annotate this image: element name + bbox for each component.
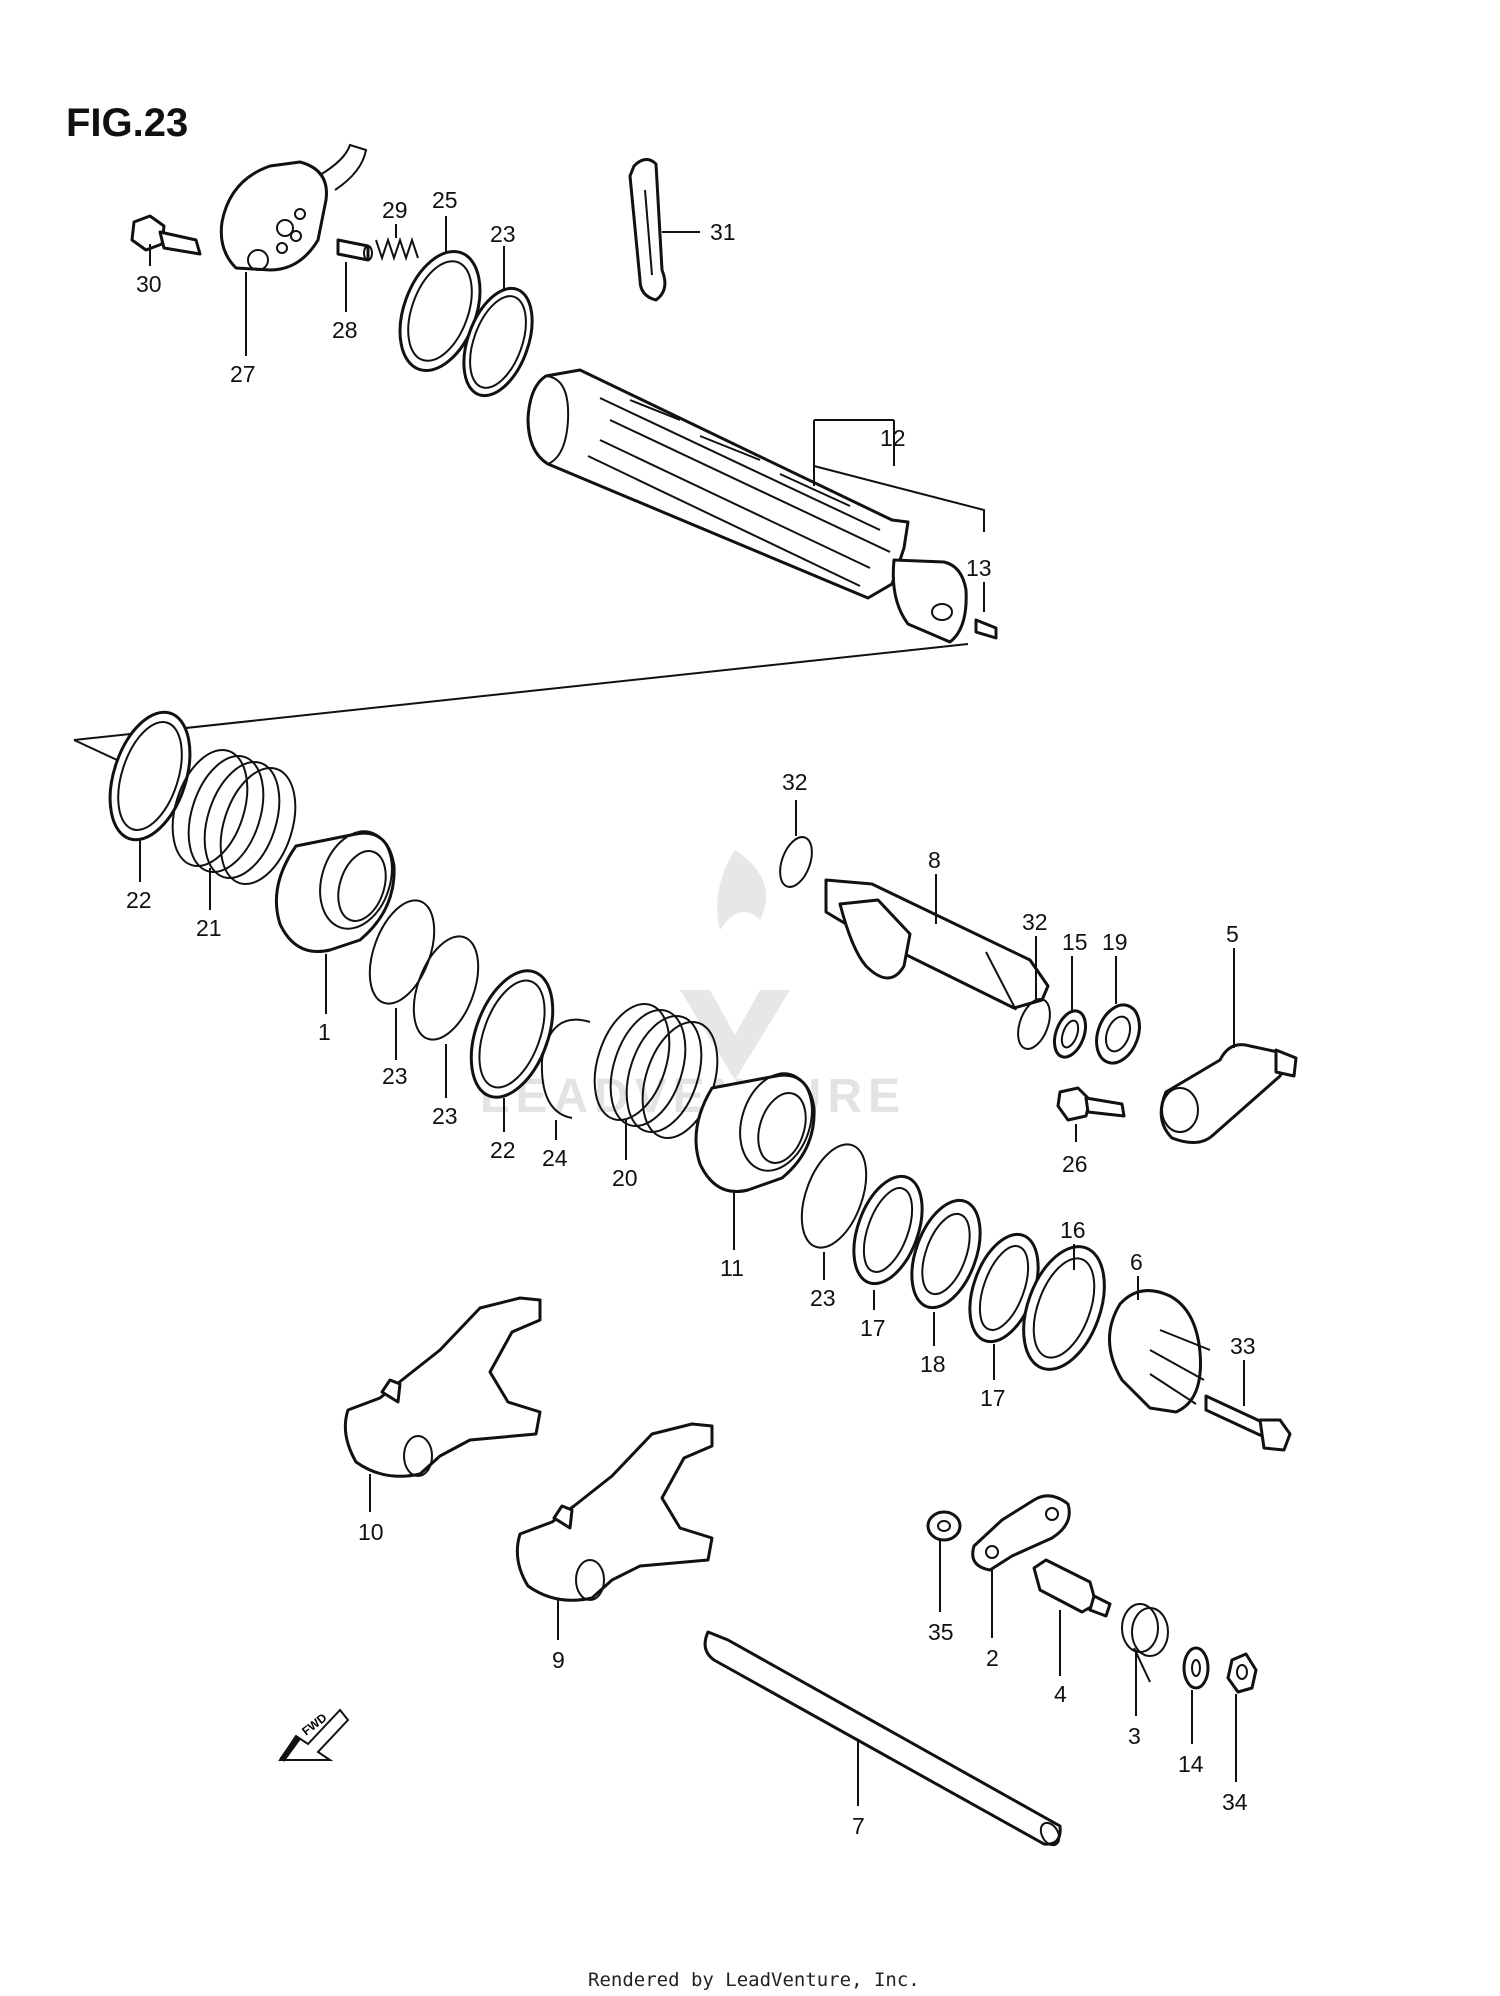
callout-labels: 30 27 28 29 25 23 31 12 13 22 21 1 23 23… <box>126 187 1256 1839</box>
callout-25: 25 <box>432 187 458 213</box>
callout-20: 20 <box>612 1165 638 1191</box>
part-7-fork-shaft[interactable] <box>703 1630 1063 1848</box>
part-33-bolt[interactable] <box>1204 1394 1292 1452</box>
part-24-clip[interactable] <box>540 1018 591 1119</box>
part-23-circlip-c[interactable] <box>401 928 491 1049</box>
part-9-shift-fork[interactable] <box>515 1422 714 1602</box>
callout-23-c: 23 <box>432 1103 458 1129</box>
part-11-sleeve[interactable] <box>694 1064 824 1193</box>
callout-9: 9 <box>552 1647 565 1673</box>
callout-27: 27 <box>230 361 256 387</box>
part-29-spring[interactable] <box>375 236 419 262</box>
callout-21: 21 <box>196 915 222 941</box>
part-12-gearshift-cam[interactable] <box>526 368 910 600</box>
part-22-washer[interactable] <box>95 702 204 850</box>
part-35-washer[interactable] <box>926 1510 962 1542</box>
part-22-washer-b[interactable] <box>456 960 569 1109</box>
callout-24: 24 <box>542 1145 568 1171</box>
callout-22-b: 22 <box>490 1137 516 1163</box>
part-13-cam-end-pin[interactable] <box>891 558 998 644</box>
callout-8: 8 <box>928 847 941 873</box>
callout-17-a: 17 <box>860 1315 886 1341</box>
callout-35: 35 <box>928 1619 954 1645</box>
part-4-stopper-bolt[interactable] <box>1032 1558 1112 1618</box>
part-17-washer[interactable] <box>841 1167 936 1293</box>
callout-7: 7 <box>852 1813 865 1839</box>
part-30-bolt[interactable] <box>130 214 202 256</box>
callout-4: 4 <box>1054 1681 1067 1707</box>
leader-lines <box>139 216 1245 1806</box>
assembly-guide-line <box>73 643 969 767</box>
figure-title: FIG.23 <box>66 101 188 145</box>
part-27-gear-position-sensor[interactable] <box>219 143 368 272</box>
callout-17-b: 17 <box>980 1385 1006 1411</box>
callout-12: 12 <box>880 425 906 451</box>
callout-14: 14 <box>1178 1751 1204 1777</box>
callout-18: 18 <box>920 1351 946 1377</box>
part-28-pin[interactable] <box>336 238 373 262</box>
callout-30: 30 <box>136 271 162 297</box>
callout-5: 5 <box>1226 921 1239 947</box>
callout-23-d: 23 <box>810 1285 836 1311</box>
callout-15: 15 <box>1062 929 1088 955</box>
callout-26: 26 <box>1062 1151 1088 1177</box>
part-2-stopper-plate[interactable] <box>971 1494 1071 1572</box>
part-20-spring[interactable] <box>581 994 731 1147</box>
callout-1: 1 <box>318 1019 331 1045</box>
callout-32-a: 32 <box>782 769 808 795</box>
part-15-washer[interactable] <box>1049 1007 1092 1062</box>
part-26-bolt[interactable] <box>1056 1086 1126 1122</box>
part-10-shift-fork[interactable] <box>343 1296 542 1478</box>
part-34-nut[interactable] <box>1226 1652 1258 1694</box>
callout-6: 6 <box>1130 1249 1143 1275</box>
callout-34: 34 <box>1222 1789 1248 1815</box>
callout-13: 13 <box>966 555 992 581</box>
callout-23-top: 23 <box>490 221 516 247</box>
callout-22-left: 22 <box>126 887 152 913</box>
part-6-cam-driven-gear[interactable] <box>1108 1289 1211 1414</box>
callout-28: 28 <box>332 317 358 343</box>
part-32-circlip-b[interactable] <box>1012 995 1056 1053</box>
part-1-sleeve[interactable] <box>274 822 403 953</box>
callout-29: 29 <box>382 197 408 223</box>
part-16-washer[interactable] <box>1008 1236 1119 1381</box>
callout-33: 33 <box>1230 1333 1256 1359</box>
part-3-spring[interactable] <box>1121 1603 1169 1683</box>
part-19-oil-seal[interactable] <box>1089 999 1147 1069</box>
callout-31: 31 <box>710 219 736 245</box>
fwd-arrow-icon <box>278 1708 350 1762</box>
callout-2: 2 <box>986 1645 999 1671</box>
callout-11: 11 <box>720 1255 744 1281</box>
watermark-logo <box>680 850 790 1080</box>
watermark-text: LEADVENTURE <box>480 1070 906 1123</box>
footer-credit: Rendered by LeadVenture, Inc. <box>588 1969 920 1991</box>
callout-23-b: 23 <box>382 1063 408 1089</box>
part-18-needle-bearing[interactable] <box>899 1191 994 1317</box>
part-14-washer[interactable] <box>1182 1646 1210 1690</box>
part-23-circlip-d[interactable] <box>789 1136 879 1257</box>
callout-16: 16 <box>1060 1217 1086 1243</box>
part-23-circlip[interactable] <box>451 279 546 405</box>
callout-3: 3 <box>1128 1723 1141 1749</box>
callout-10: 10 <box>358 1519 384 1545</box>
part-5-gearshift-arm[interactable] <box>1159 1043 1298 1144</box>
callout-19: 19 <box>1102 929 1128 955</box>
part-21-spring[interactable] <box>159 740 309 893</box>
part-31-stopper-plate[interactable] <box>628 158 667 302</box>
callout-32-b: 32 <box>1022 909 1048 935</box>
part-32-circlip[interactable] <box>774 833 818 891</box>
